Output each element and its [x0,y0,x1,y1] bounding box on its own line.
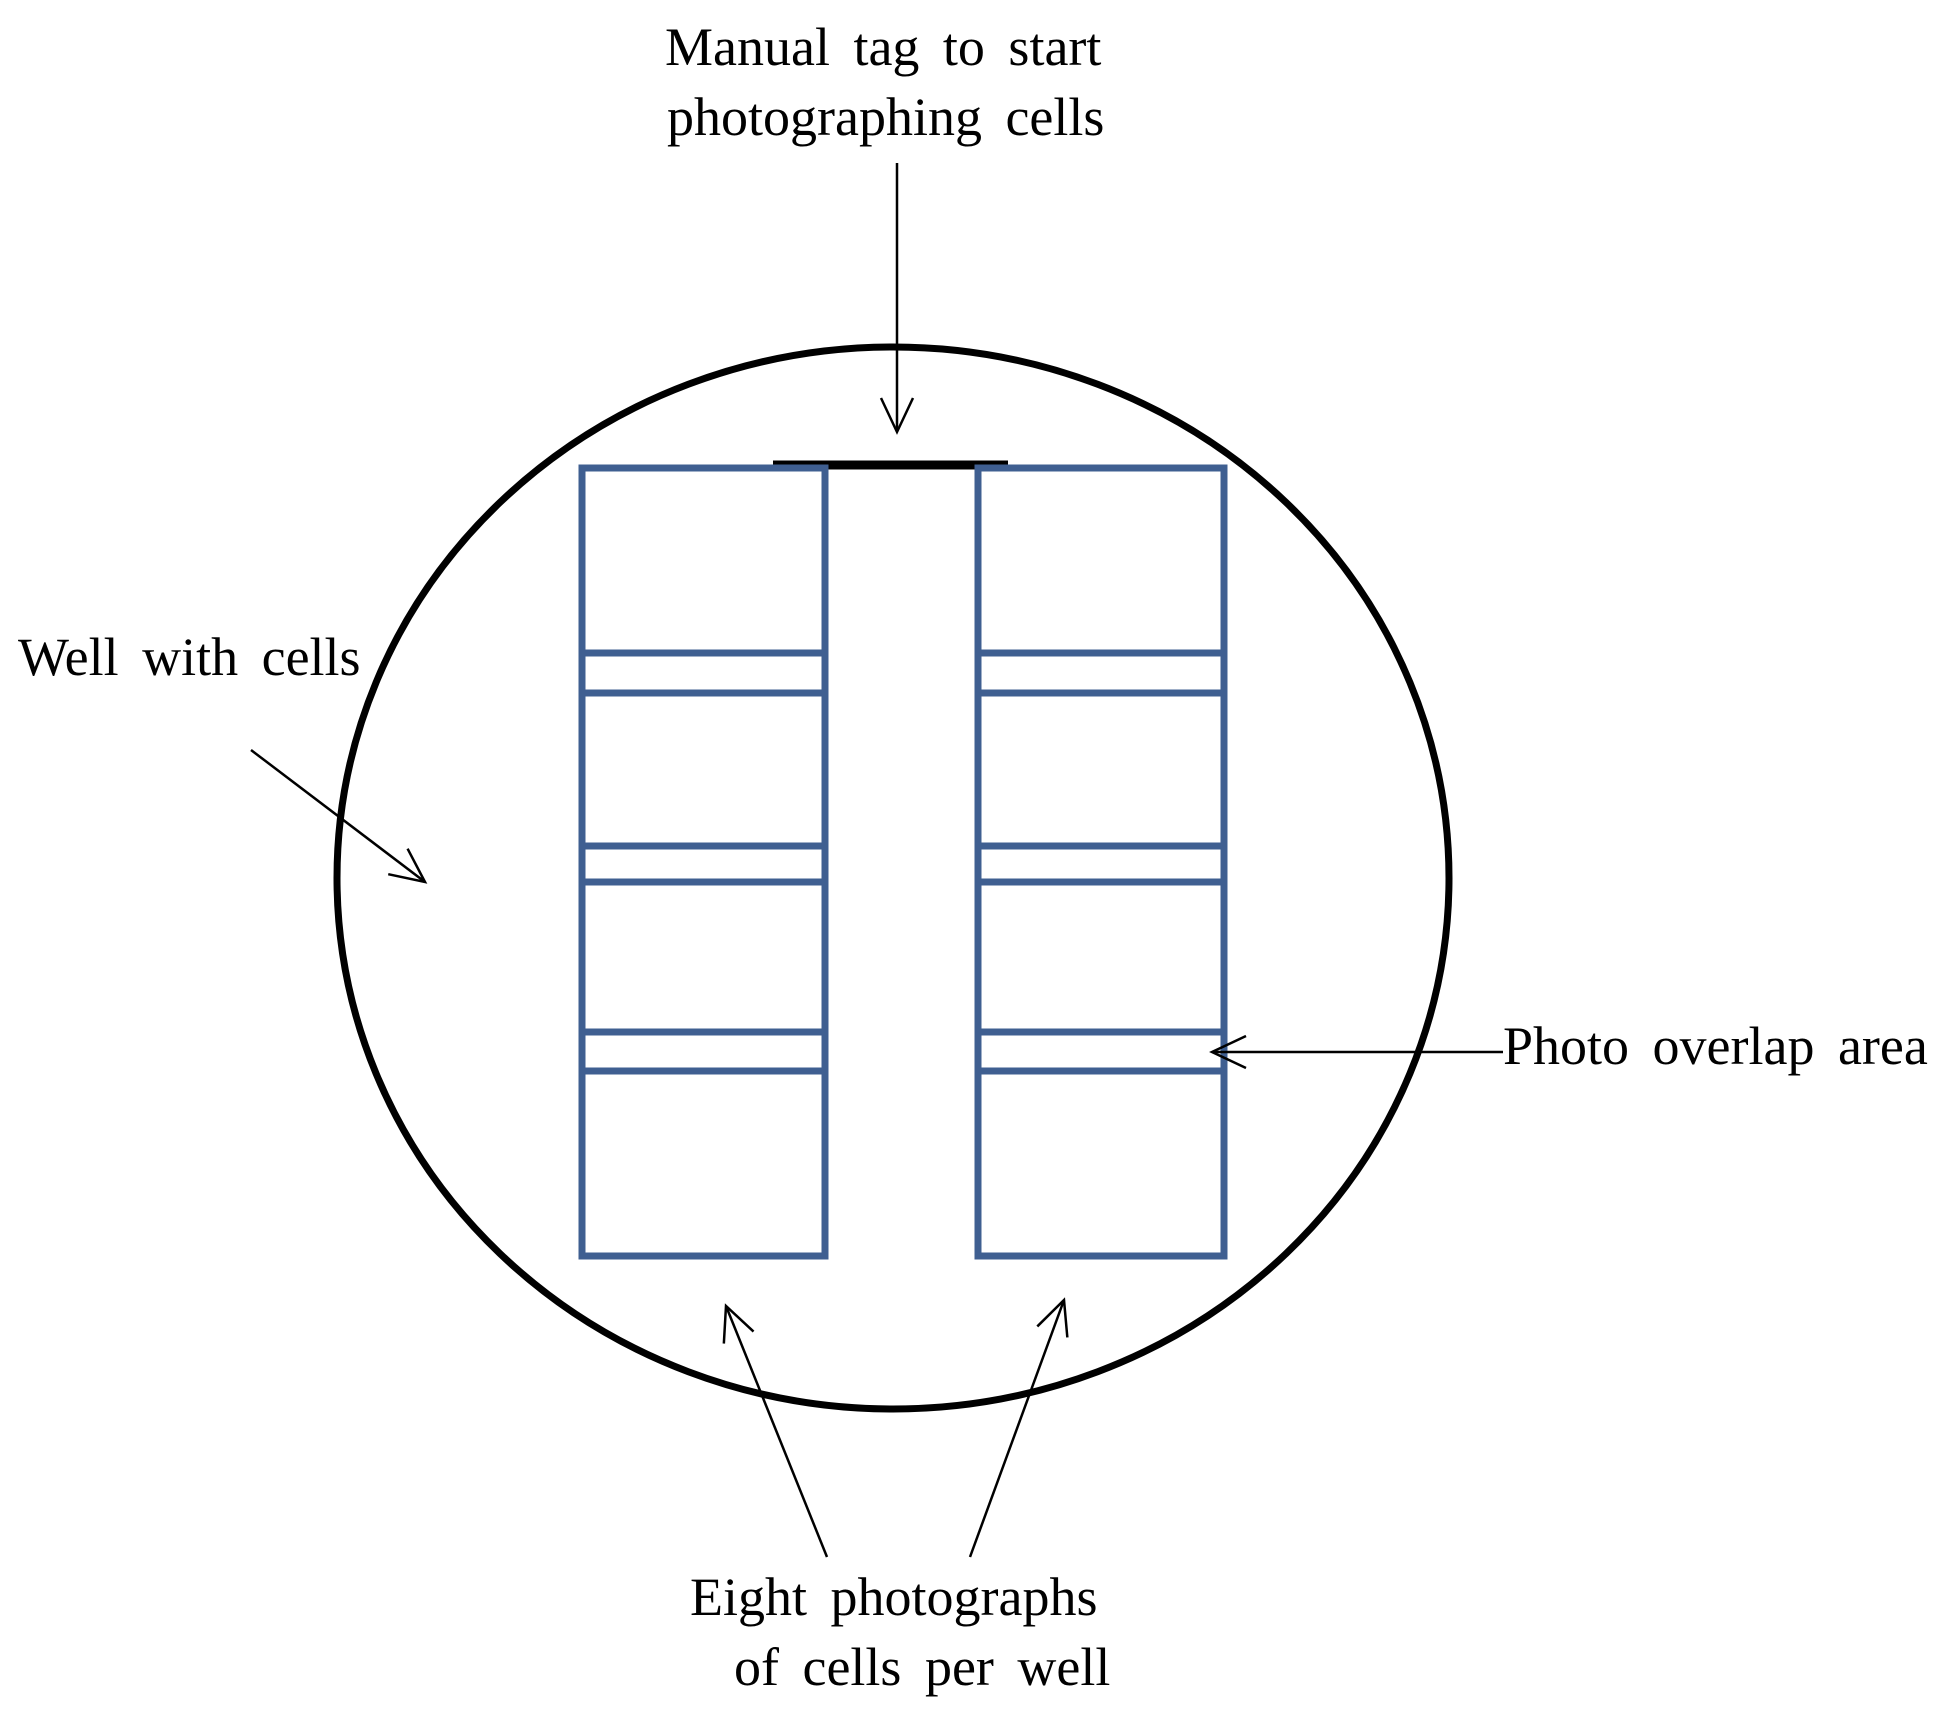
arrow-well [250,749,428,884]
well-circle [333,343,1453,1413]
photo-column-left-frame [578,464,829,1260]
label-eight-photographs-line-1: Eight photographs [690,1567,1098,1627]
label-eight-photographs-line-2: of cells per well [734,1637,1111,1697]
label-manual-tag-line-1: Manual tag to start [665,17,1102,77]
photo-column-right-frame [974,464,1228,1260]
label-eight-photographs: Eight photographs of cells per well [690,1562,1110,1702]
label-manual-tag-line-2: photographing cells [667,87,1105,147]
label-well: Well with cells [18,627,361,687]
label-photo-overlap: Photo overlap area [1503,1016,1928,1076]
photo-column-right [974,464,1228,1260]
photo-column-left [578,464,829,1260]
arrow-eight-left [722,1303,829,1558]
arrow-eight-right [968,1297,1069,1558]
label-manual-tag: Manual tag to start photographing cells [665,12,1104,152]
